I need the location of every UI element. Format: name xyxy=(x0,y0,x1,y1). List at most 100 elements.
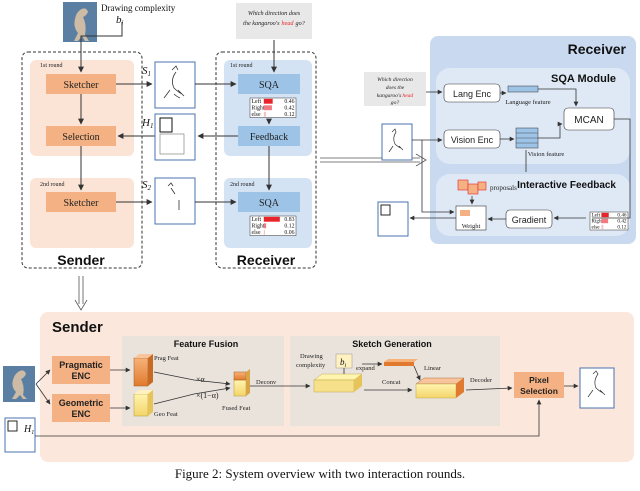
pixel-selection-block[interactable] xyxy=(514,372,564,398)
svg-text:Which direction: Which direction xyxy=(377,77,413,83)
svg-text:does the: does the xyxy=(386,85,405,91)
sketcher-1-label: Sketcher xyxy=(64,80,100,91)
answer-value: 0.46 xyxy=(617,213,626,219)
feedback-block[interactable] xyxy=(238,126,300,146)
answer-probability-bar xyxy=(263,216,280,222)
receiver-heatmap-frame xyxy=(377,201,409,237)
geo-feat-label: Geo Feat xyxy=(154,411,178,418)
receiver-panel-title: Receiver xyxy=(568,41,627,57)
sender-panel-arrows xyxy=(35,361,579,437)
answer-label: Left xyxy=(252,216,262,223)
answer-value: 0.12 xyxy=(617,225,626,231)
vision-feature-label: Vision feature xyxy=(528,151,565,158)
receiver-arrows xyxy=(195,40,277,205)
receiver-panel-question: Which direction does the kangaroo'shead … xyxy=(364,72,426,106)
sketcher-2-label: Sketcher xyxy=(64,198,100,209)
figure-caption: Figure 2: System overview with two inter… xyxy=(174,466,466,481)
sg-drawing-complexity-label-1: Drawing xyxy=(300,353,323,360)
answer-value: 0.42 xyxy=(617,219,626,225)
concat-feature-block xyxy=(415,377,465,399)
sqa-2-block[interactable] xyxy=(238,192,300,212)
answer-value: 0.83 xyxy=(284,217,294,223)
times-one-minus-alpha-label: ×(1−α) xyxy=(196,391,219,400)
sender-input-h1: H1 xyxy=(4,417,36,453)
pixel-selection-label-1: Pixel xyxy=(529,375,549,385)
sketch-generation-title: Sketch Generation xyxy=(352,339,432,349)
geometric-enc-label-2: ENC xyxy=(71,409,91,419)
answer-probability-bar xyxy=(601,224,604,230)
receiver-panel-arrows xyxy=(409,88,631,222)
pragmatic-enc-label-2: ENC xyxy=(71,371,91,381)
proposals-icon xyxy=(457,179,487,195)
answer-label: else xyxy=(252,230,261,236)
to-sender-detail-arrow xyxy=(74,276,88,311)
geometric-enc-label: Geometric xyxy=(59,398,104,408)
sender-round1-label: 1st round xyxy=(40,63,63,69)
svg-text:H1: H1 xyxy=(23,424,34,436)
question-line-1: Which direction does xyxy=(248,10,301,17)
geometric-enc-block[interactable] xyxy=(52,394,110,422)
s2-symbol: S2 xyxy=(142,179,152,192)
output-sketch-frame xyxy=(579,367,615,409)
drawing-complexity-top-label: Drawing complexity xyxy=(101,3,176,13)
sketcher-2-block[interactable] xyxy=(46,192,116,212)
answer-probability-bar xyxy=(601,212,609,218)
sqa-module-title: SQA Module xyxy=(551,73,616,85)
answer-label: Right xyxy=(252,106,265,112)
svg-text:kangaroo'shead: kangaroo'shead xyxy=(377,93,414,99)
answer-table-frame xyxy=(249,215,297,236)
receiver-round2-bg xyxy=(224,178,312,248)
sketch-s1-frame xyxy=(154,61,196,109)
answer-probability-bar xyxy=(263,229,265,235)
receiver-title-left: Receiver xyxy=(237,252,296,268)
answer-probability-bar xyxy=(263,98,273,104)
expand-label: expand xyxy=(356,365,376,372)
linear-slab xyxy=(384,359,418,366)
linear-label: Linear xyxy=(424,365,442,372)
sg-complexity-symbol: bi xyxy=(340,357,347,369)
gradient-label: Gradient xyxy=(512,215,547,225)
sketcher-1-block[interactable] xyxy=(46,74,116,94)
sender-arrows xyxy=(78,22,156,205)
pragmatic-enc-block[interactable] xyxy=(52,356,110,384)
sketch-s1-drawing xyxy=(163,65,185,99)
answer-value: 0.46 xyxy=(284,99,294,105)
answer-value: 0.42 xyxy=(284,106,294,112)
vision-enc-label: Vision Enc xyxy=(451,135,494,145)
svg-text:go?: go? xyxy=(391,100,400,106)
heatmap-h1-patch xyxy=(159,117,173,133)
receiver-round1-label: 1st round xyxy=(230,63,253,69)
heatmap-h1-frame xyxy=(154,113,196,161)
answer-value: 0.12 xyxy=(284,112,294,118)
decoder-label: Decoder xyxy=(470,377,493,384)
answer-probability-bar xyxy=(263,111,267,117)
feedback-label: Feedback xyxy=(250,132,288,143)
s1-symbol: S1 xyxy=(142,65,151,78)
weight-cell xyxy=(460,210,470,216)
answer-value: 0.12 xyxy=(284,224,294,230)
answer-label: Left xyxy=(252,98,262,105)
receiver-heatmap-patch xyxy=(380,204,391,216)
sender-title: Sender xyxy=(57,252,105,268)
receiver-sketch-frame xyxy=(381,123,413,161)
heatmap-h1-region xyxy=(159,133,185,155)
answer-probability-bar xyxy=(601,218,609,224)
sketch-s2-frame xyxy=(154,177,196,225)
geo-feat-block xyxy=(133,390,153,417)
answer-table-frame xyxy=(589,211,629,231)
pixel-selection-label-2: Selection xyxy=(520,386,558,396)
answer-label: Right xyxy=(592,219,604,225)
expanded-complexity-slab xyxy=(313,373,363,393)
sqa-1-block[interactable] xyxy=(238,74,300,94)
h1-symbol: H1 xyxy=(141,117,153,130)
prag-feat-block xyxy=(133,354,153,387)
selection-label: Selection xyxy=(62,132,99,143)
receiver-sketch-drawing xyxy=(388,128,404,153)
sender-panel-title: Sender xyxy=(52,319,103,336)
kangaroo-photo-icon xyxy=(63,2,97,42)
selection-block[interactable] xyxy=(46,126,116,146)
concat-label: Concat xyxy=(382,379,401,386)
